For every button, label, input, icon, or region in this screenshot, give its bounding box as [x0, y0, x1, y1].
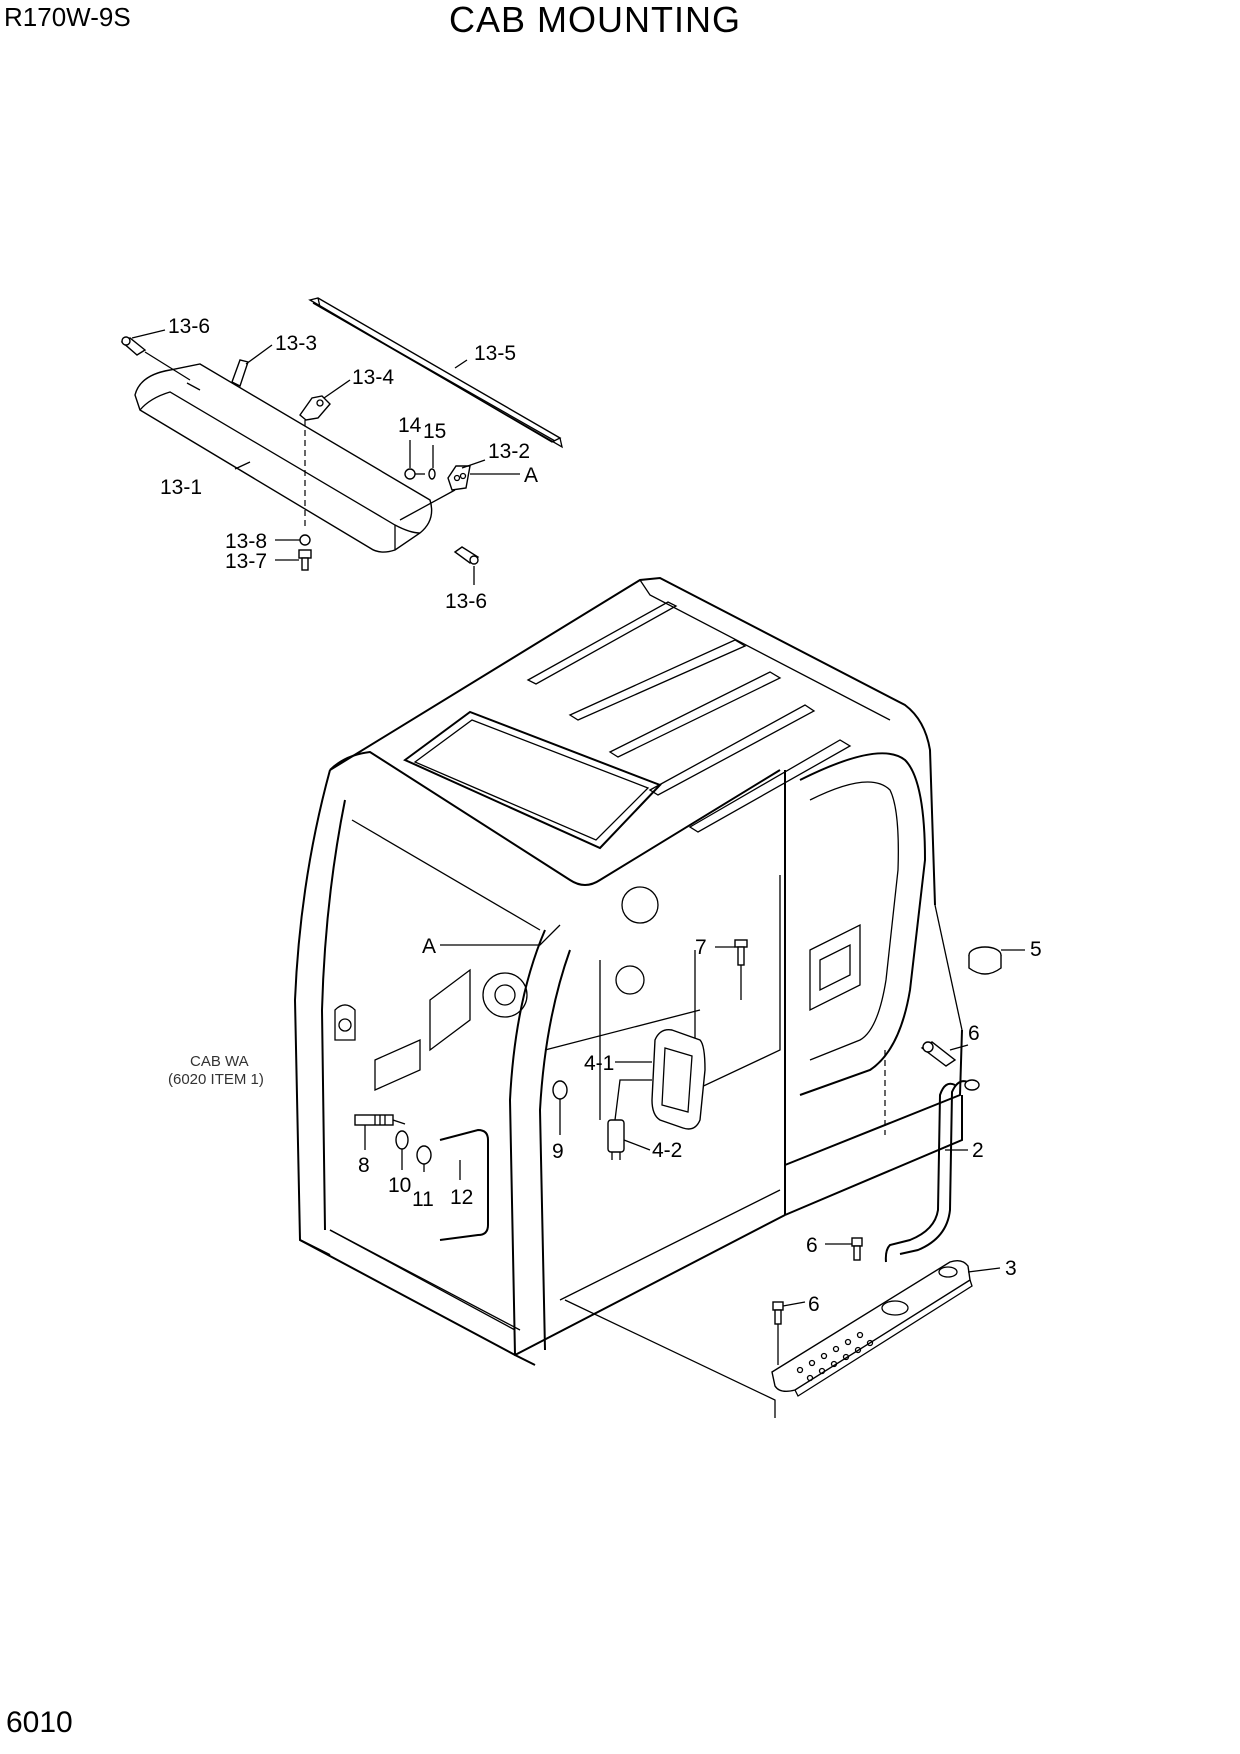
callout-13-1: 13-1 — [160, 476, 202, 499]
model-number: R170W-9S — [4, 2, 131, 32]
nut-11-part — [416, 1145, 432, 1165]
plug-cap-5-part — [968, 946, 1002, 975]
callout-4-1: 4-1 — [584, 1052, 614, 1075]
callout-13-6-bottom: 13-6 — [445, 590, 487, 613]
page-title: CAB MOUNTING — [448, 0, 741, 40]
reference-note-line2: (6020 ITEM 1) — [168, 1071, 264, 1088]
step-plate-holes — [796, 1331, 874, 1382]
callout-6-right: 6 — [968, 1022, 980, 1045]
screw-13-6-top-part — [120, 336, 191, 381]
washer-9-part — [552, 1080, 568, 1100]
stud-8-part — [354, 1114, 406, 1126]
bolt-7-part — [734, 939, 748, 1000]
callout-13-7: 13-7 — [225, 550, 267, 573]
handrail-2-part — [884, 1079, 980, 1263]
callout-14: 14 — [398, 414, 422, 437]
callout-13-6-top: 13-6 — [168, 315, 210, 338]
callout-labels: 13-6 13-3 13-5 13-4 14 15 13-2 A 13-1 13… — [160, 315, 1042, 1316]
visor-assembly — [120, 297, 563, 571]
callout-9: 9 — [552, 1140, 564, 1163]
mirror-stay-4-2-part — [607, 1119, 625, 1160]
step-plate-3-part — [564, 1259, 973, 1418]
callout-7: 7 — [695, 936, 707, 959]
screw-14-part — [404, 468, 425, 480]
leader-lines — [131, 329, 1025, 1307]
callout-13-5: 13-5 — [474, 342, 516, 365]
cab-frame — [293, 576, 963, 1366]
callout-11: 11 — [412, 1188, 434, 1211]
rail-strip-part — [308, 297, 563, 449]
washer-15-part — [428, 468, 436, 480]
callout-2: 2 — [972, 1139, 984, 1162]
callout-13-2: 13-2 — [488, 440, 530, 463]
bracket-13-4-part — [299, 395, 331, 530]
callout-6-mid: 6 — [806, 1234, 818, 1257]
callout-a-top: A — [524, 464, 538, 487]
bolt-6-low-part — [772, 1301, 784, 1365]
callout-10: 10 — [388, 1174, 411, 1197]
callout-15: 15 — [423, 420, 446, 443]
callout-3: 3 — [1005, 1257, 1017, 1280]
callout-8: 8 — [358, 1154, 370, 1177]
callout-13-4: 13-4 — [352, 366, 394, 389]
bracket-13-2-part — [399, 465, 471, 521]
callout-a-cab: A — [422, 935, 436, 958]
washer-10-part — [395, 1130, 409, 1150]
washer-13-8-part — [299, 534, 311, 546]
callout-12: 12 — [450, 1186, 473, 1209]
screw-13-6-bottom-part — [453, 546, 480, 565]
reference-note-line1: CAB WA — [190, 1053, 249, 1070]
visor-cover-part — [134, 363, 433, 553]
bolt-6-mid-part — [851, 1237, 863, 1261]
bolt-6-right-part — [920, 1041, 957, 1067]
callout-4-2: 4-2 — [652, 1139, 682, 1162]
callout-13-3: 13-3 — [275, 332, 317, 355]
bolt-13-7-part — [298, 549, 312, 571]
mirror-4-1-part — [614, 1029, 706, 1130]
callout-6-low: 6 — [808, 1293, 820, 1316]
callout-5: 5 — [1030, 938, 1042, 961]
callout-13-8: 13-8 — [225, 530, 267, 553]
clip-13-3-part — [231, 359, 249, 387]
page-number: 6010 — [6, 1706, 73, 1739]
handle-12-part — [439, 1128, 489, 1241]
